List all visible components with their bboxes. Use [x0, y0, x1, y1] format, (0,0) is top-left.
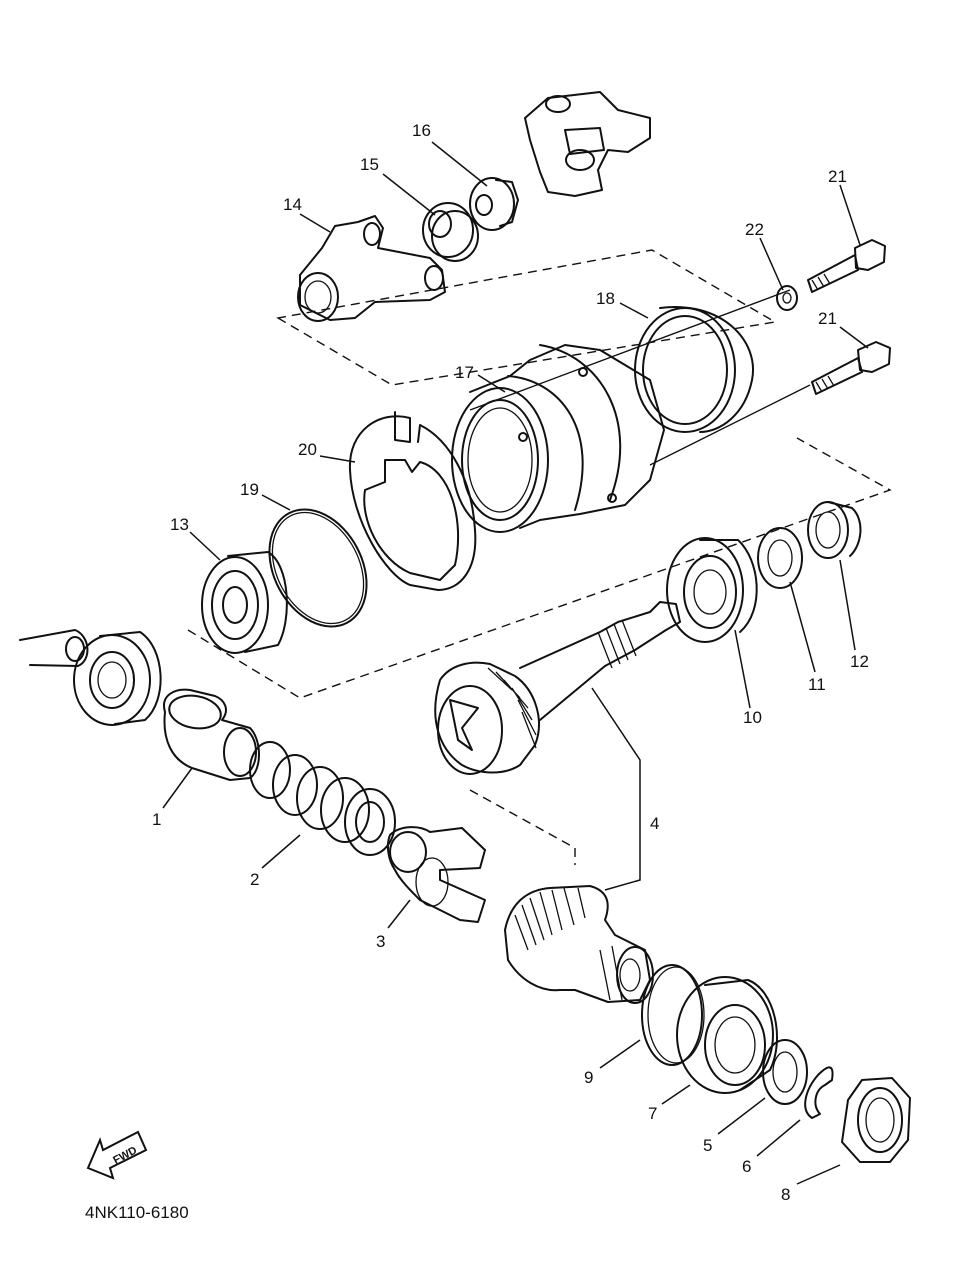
callout-22: 22	[745, 220, 764, 239]
callout-1: 1	[152, 810, 161, 829]
part-13-bearing	[201, 551, 288, 654]
universal-joint-cross	[524, 91, 651, 197]
callout-6: 6	[742, 1157, 751, 1176]
left-bearing	[73, 631, 162, 726]
part-7-bearing	[676, 976, 778, 1094]
leader-lines	[162, 141, 869, 1185]
part-15-washer	[422, 202, 479, 262]
callout-21-lower: 21	[818, 309, 837, 328]
callout-4: 4	[650, 814, 659, 833]
part-4-ring-gear	[504, 885, 654, 1004]
callout-17: 17	[455, 363, 474, 382]
part-18-ring	[634, 305, 755, 433]
part-5-washer	[762, 1039, 808, 1105]
shaft-end	[19, 629, 89, 667]
fwd-arrow-icon: FWD	[86, 1130, 148, 1180]
part-17-housing	[451, 344, 665, 533]
callout-8: 8	[781, 1185, 790, 1204]
callout-5: 5	[703, 1136, 712, 1155]
part-6-circlip	[804, 1066, 834, 1119]
callout-2: 2	[250, 870, 259, 889]
part-12-seal	[807, 501, 862, 559]
part-14-yoke	[297, 215, 446, 322]
part-16-nut	[469, 177, 519, 231]
callout-12: 12	[850, 652, 869, 671]
diagram-code: 4NK110-6180	[85, 1203, 189, 1222]
part-4-shaft	[519, 601, 681, 721]
callout-numbers: 14 15 16 17 18 20 19 13 22 21 21 12 11 1…	[152, 121, 869, 1204]
axis-line-upper	[469, 289, 791, 411]
part-20-plate	[348, 411, 477, 591]
part-22-washer	[776, 285, 798, 311]
part-3-cam	[386, 826, 486, 923]
callout-7: 7	[648, 1104, 657, 1123]
part-21-bolt-lower	[811, 341, 891, 395]
middle-group-outline	[187, 437, 892, 699]
callout-13: 13	[170, 515, 189, 534]
callout-18: 18	[596, 289, 615, 308]
part-19-o-ring	[268, 508, 368, 628]
part-8-nut	[841, 1077, 911, 1163]
callout-16: 16	[412, 121, 431, 140]
callout-11: 11	[808, 675, 826, 694]
callout-9: 9	[584, 1068, 593, 1087]
callout-3: 3	[376, 932, 385, 951]
part-4-pinion-gear	[434, 661, 540, 775]
part-2-spring	[249, 741, 396, 856]
part-9-shim	[641, 964, 705, 1066]
callout-21-upper: 21	[828, 167, 847, 186]
part-11-washer	[757, 527, 803, 589]
callout-14: 14	[283, 195, 302, 214]
part-1-sleeve	[163, 688, 260, 781]
gear-group-outline	[469, 789, 576, 865]
part-10-bearing	[666, 537, 758, 643]
callout-19: 19	[240, 480, 259, 499]
callout-10: 10	[743, 708, 762, 727]
callout-20: 20	[298, 440, 317, 459]
part-21-bolt-upper	[807, 239, 886, 293]
axis-line-lower	[649, 384, 811, 466]
callout-15: 15	[360, 155, 379, 174]
